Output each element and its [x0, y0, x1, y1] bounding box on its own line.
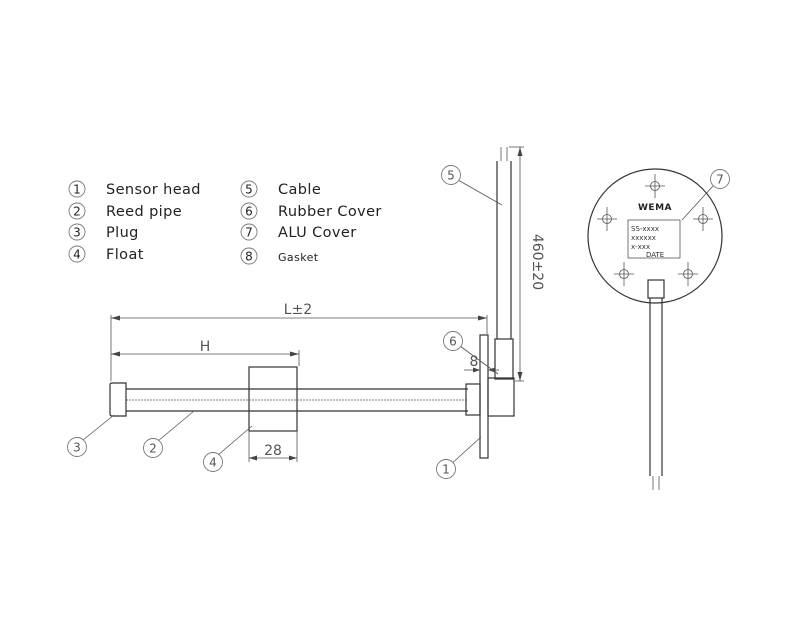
legend-item-7: 7 ALU Cover — [240, 223, 357, 241]
mounting-hole-right — [693, 207, 713, 231]
mounting-hole-left — [597, 207, 617, 231]
sensor-head-block — [487, 377, 515, 417]
float — [248, 366, 298, 432]
callout-2: 2 — [143, 410, 195, 458]
legend-label: Reed pipe — [106, 204, 182, 220]
cable — [496, 147, 512, 339]
side-view: L±2 H 28 8 — [67, 146, 545, 479]
dimension-height-label: H — [200, 339, 211, 355]
legend-number: 5 — [245, 183, 253, 197]
legend-item-3: 3 Plug — [68, 223, 139, 241]
legend-label: Float — [106, 247, 144, 263]
callout-number: 5 — [447, 169, 455, 183]
callout-number: 6 — [449, 335, 457, 349]
callout-6: 6 — [443, 331, 499, 375]
mounting-hole-top — [645, 174, 665, 198]
dimension-length-label: L±2 — [284, 302, 312, 318]
plug — [109, 382, 127, 417]
mounting-hole-bottom-left — [614, 262, 634, 286]
plate-line-1: SS-xxxx — [631, 225, 659, 233]
legend-label: Cable — [278, 182, 321, 198]
legend-number: 3 — [73, 226, 81, 240]
legend-number: 1 — [73, 183, 81, 197]
label-plate — [627, 219, 681, 259]
legend-item-5: 5 Cable — [240, 180, 321, 198]
brand-logo: WEMA — [638, 203, 672, 213]
dimension-gap-label: 8 — [470, 354, 479, 370]
callout-number: 1 — [442, 463, 450, 477]
callout-5: 5 — [441, 165, 503, 206]
callout-7: 7 — [681, 169, 730, 221]
legend-item-2: 2 Reed pipe — [68, 202, 182, 220]
callout-1: 1 — [436, 436, 482, 479]
mounting-plate — [479, 334, 489, 459]
legend-number: 2 — [73, 205, 81, 219]
dimension-gap: 8 — [464, 354, 499, 373]
dimension-cable: 460±20 — [509, 146, 545, 382]
legend-label: Gasket — [278, 251, 319, 264]
dimension-height: H — [111, 339, 300, 366]
legend-label: Plug — [106, 225, 139, 241]
legend-item-1: 1 Sensor head — [68, 180, 201, 198]
legend-item-8: 8 Gasket — [240, 247, 319, 265]
legend-number: 4 — [73, 248, 81, 262]
callout-number: 4 — [209, 456, 217, 470]
callout-3: 3 — [67, 414, 115, 457]
legend-number: 6 — [245, 205, 253, 219]
front-cable — [649, 298, 663, 490]
legend-number: 7 — [245, 226, 253, 240]
sensor-collar — [465, 383, 481, 416]
legend-label: Sensor head — [106, 182, 201, 198]
dimension-float-width: 28 — [248, 431, 298, 462]
callout-4: 4 — [203, 425, 253, 472]
callout-number: 3 — [73, 441, 81, 455]
plate-line-3: x-xxx — [631, 243, 650, 251]
front-view: WEMA SS-xxxx xxxxxx x-xxx DATE 7 — [587, 168, 730, 490]
legend-number: 8 — [245, 250, 253, 264]
alu-cover-disc — [587, 168, 723, 304]
legend-item-6: 6 Rubber Cover — [240, 202, 382, 220]
legend-label: ALU Cover — [278, 225, 357, 241]
dimension-float-width-label: 28 — [264, 443, 282, 459]
plate-line-2: xxxxxx — [631, 234, 656, 242]
callout-number: 2 — [149, 442, 157, 456]
cable-exit-sleeve — [647, 279, 665, 299]
legend-label: Rubber Cover — [278, 204, 382, 220]
legend-item-4: 4 Float — [68, 245, 144, 263]
dimension-length: L±2 — [110, 302, 488, 381]
dimension-cable-label: 460±20 — [529, 234, 545, 290]
rubber-cover — [494, 338, 514, 380]
callout-number: 7 — [716, 173, 724, 187]
parts-legend: 1 Sensor head 2 Reed pipe 3 Plug 4 Float… — [68, 180, 382, 265]
mounting-hole-bottom-right — [678, 262, 698, 286]
plate-line-4: DATE — [646, 251, 664, 259]
